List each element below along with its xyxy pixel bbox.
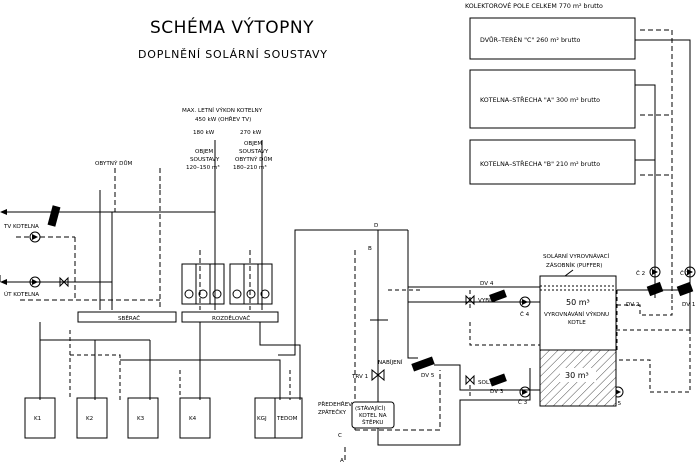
tv-outlet-arrow <box>0 209 7 215</box>
tv-kotelna-label: TV KOTELNA <box>3 224 39 230</box>
building-piping <box>0 140 263 310</box>
summer-output-note: MAX. LETNÍ VÝKON KOTELNY 450 kW (OHŘEV T… <box>182 107 263 136</box>
svg-text:SOUSTAVY: SOUSTAVY <box>190 157 220 163</box>
svg-text:K4: K4 <box>189 416 197 422</box>
buffer-callout-2: ZÁSOBNÍK (PUFFER) <box>546 262 602 269</box>
predehrev-label-2: ZPÁTEČKY <box>318 409 347 416</box>
pump-tv-kotelna <box>29 231 41 243</box>
valve-dv1-label: DV 1 <box>682 302 696 308</box>
summer-output-left: 180 kW <box>193 130 215 136</box>
ut-kotelna-label: ÚT KOTELNA <box>4 291 39 298</box>
pump-c1 <box>684 266 696 278</box>
system-volume-right: OBJEM SOUSTAVY OBYTNÝ DŮM 180–210 m³ <box>233 141 273 171</box>
svg-text:K1: K1 <box>34 416 42 422</box>
summer-output-line2: 450 kW (OHŘEV TV) <box>195 115 251 123</box>
buffer-upper-note-2: KOTLE <box>568 320 586 326</box>
sol-label: SOL. <box>478 380 491 386</box>
predehrev-label-1: PŘEDEHŘEV <box>318 400 352 408</box>
pump-c2-label: Č 2 <box>636 270 645 277</box>
svg-text:KOTEL NA: KOTEL NA <box>359 413 387 419</box>
valve-dv1 <box>676 281 694 297</box>
rozdelovac-label: ROZDĚLOVAČ <box>212 314 250 322</box>
boiler-k3 <box>127 397 159 439</box>
buffer-upper-note-1: VYROVNÁVÁNÍ VÝKONU <box>544 311 609 318</box>
point-d-label: D <box>374 223 378 229</box>
diagram-title: SCHÉMA VÝTOPNY <box>150 16 314 38</box>
pump-ut-kotelna <box>29 276 41 288</box>
valve-dv3-label: DV 3 <box>490 389 504 395</box>
svg-text:KGJ: KGJ <box>257 416 267 422</box>
nabijeni-label: NABÍJENÍ <box>378 359 403 366</box>
valve-dv2 <box>646 281 664 297</box>
summer-output-line1: MAX. LETNÍ VÝKON KOTELNY <box>182 107 263 114</box>
boiler-piping <box>39 322 301 400</box>
valve-trv1 <box>371 368 385 382</box>
building-label: OBYTNÝ DŮM <box>95 160 133 167</box>
point-c-label: C <box>338 433 342 439</box>
valve-ut-kotelna <box>59 276 69 288</box>
collector-panel-b <box>469 139 636 185</box>
svg-text:TEDOM: TEDOM <box>276 416 298 422</box>
pump-c2 <box>649 266 661 278</box>
svg-text:120–150 m³: 120–150 m³ <box>186 164 220 171</box>
pump-c3 <box>519 386 531 398</box>
pump-c1-label: Č 1 <box>680 270 690 277</box>
collector-panel-a <box>469 69 636 129</box>
pump-group-right <box>229 263 273 305</box>
valve-nabijeni <box>411 356 435 372</box>
svg-text:SOUSTAVY: SOUSTAVY <box>239 149 269 155</box>
collector-panel-a-label: KOTELNA–STŘECHA "A" 300 m² brutto <box>480 95 600 104</box>
collector-field-heading: KOLEKTOROVÉ POLE CELKEM 770 m² brutto <box>465 1 603 10</box>
valve-dv4-label: DV 4 <box>480 281 494 287</box>
ut-outlet-arrow <box>0 279 7 285</box>
boiler-k2 <box>76 397 108 439</box>
boiler-k1 <box>24 397 56 439</box>
buffer-callout-line <box>564 269 574 277</box>
buffer-lower-volume: 30 m³ <box>565 371 589 380</box>
buffer-callout-1: SOLÁRNÍ VYROVNÁVACÍ <box>543 253 610 260</box>
point-a-label: A <box>340 458 344 463</box>
svg-text:180–210 m³: 180–210 m³ <box>233 164 267 171</box>
point-b-label: B <box>368 246 372 252</box>
valve-sol <box>465 374 475 386</box>
summer-output-right: 270 kW <box>240 130 262 136</box>
svg-text:K2: K2 <box>86 416 93 422</box>
pump-c3-label: Č 3 <box>518 399 528 406</box>
pump-group-left <box>181 263 225 305</box>
system-volume-left: OBJEM SOUSTAVY 120–150 m³ <box>186 149 220 171</box>
central-piping <box>278 229 531 460</box>
vybl-label: VYBL. <box>478 298 494 304</box>
collector-field: KOLEKTOROVÉ POLE CELKEM 770 m² brutto DV… <box>465 1 636 185</box>
svg-text:OBJEM: OBJEM <box>195 149 213 155</box>
svg-text:OBJEM: OBJEM <box>244 141 262 147</box>
existing-chip-boiler: (STÁVAJÍCÍ) KOTEL NA ŠTĚPKU <box>351 401 395 429</box>
valve-dv3 <box>489 373 507 387</box>
sberac-label: SBĚRAČ <box>118 314 140 322</box>
pump-c5-label: Č 5 <box>612 400 622 407</box>
collector-panel-c-label: DVŮR–TERÉN "C" 260 m² brutto <box>480 35 580 44</box>
svg-text:ŠTĚPKU: ŠTĚPKU <box>362 418 384 426</box>
valve-dv5-label: DV 5 <box>421 373 435 379</box>
collector-panel-b-label: KOTELNA–STŘECHA "B" 210 m² brutto <box>480 159 600 168</box>
chp-tedom <box>274 397 303 439</box>
distributor-header-rozdelovac <box>181 311 279 323</box>
buffer-tank <box>539 275 617 407</box>
buffer-upper-volume: 50 m³ <box>566 298 590 307</box>
collector-panel-c <box>469 17 636 60</box>
pump-c4-label: Č 4 <box>520 311 530 318</box>
valve-dv4 <box>489 289 507 303</box>
svg-text:(STÁVAJÍCÍ): (STÁVAJÍCÍ) <box>355 405 386 412</box>
boiler-k4 <box>179 397 211 439</box>
svg-text:K3: K3 <box>137 416 145 422</box>
valve-vybl <box>465 294 475 306</box>
trv-label: TRV 1 <box>351 374 369 380</box>
pump-c4 <box>519 296 531 308</box>
diagram-subtitle: DOPLNĚNÍ SOLÁRNÍ SOUSTAVY <box>138 48 328 61</box>
valve-dv2-label: DV 2 <box>626 302 639 308</box>
svg-text:OBYTNÝ DŮM: OBYTNÝ DŮM <box>235 156 273 163</box>
valve-tv-kotelna <box>47 205 61 227</box>
collector-header-sberac <box>77 311 177 323</box>
